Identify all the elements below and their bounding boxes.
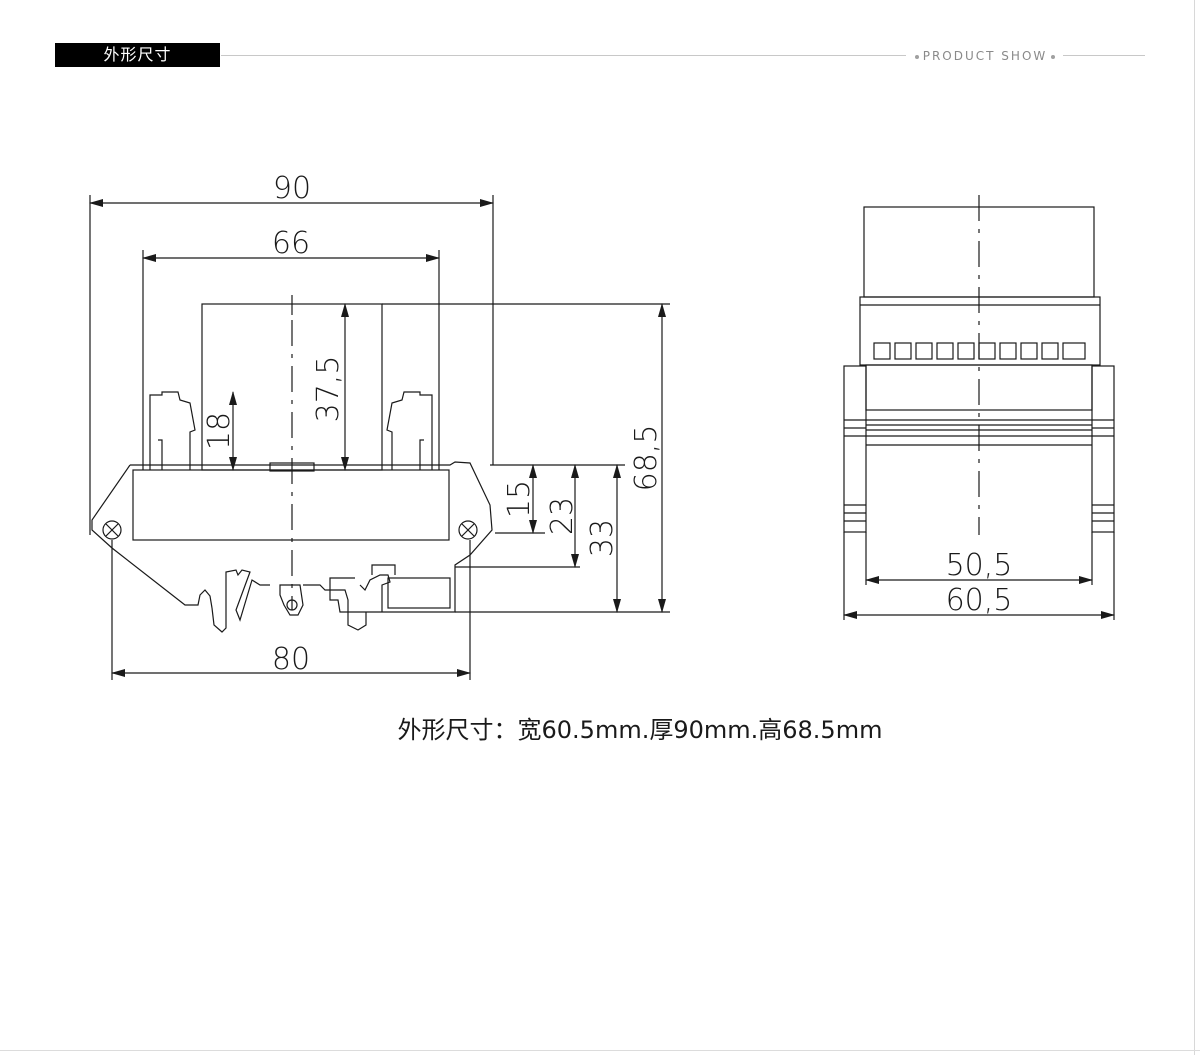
dot-icon — [1051, 54, 1056, 59]
section-tag-label: PRODUCT SHOW — [922, 49, 1048, 63]
page-edge-bottom — [0, 1050, 1200, 1051]
dim-label-68-5: 68,5 — [629, 425, 664, 492]
section-tag: PRODUCT SHOW — [908, 47, 1062, 65]
page-edge-right — [1194, 0, 1195, 1055]
dim-label-50-5: 50,5 — [946, 548, 1013, 583]
section-title: 外形尺寸 — [55, 43, 220, 67]
dot-icon — [914, 54, 919, 59]
dim-label-33: 33 — [585, 519, 620, 557]
header-divider-right — [1063, 55, 1145, 56]
front-view-dimension-labels: 90 66 37,5 18 68,5 15 23 33 80 — [202, 171, 664, 677]
header-divider — [221, 55, 906, 56]
dim-label-80: 80 — [272, 642, 310, 677]
terminal-squares — [873, 342, 1086, 360]
dim-label-66: 66 — [272, 226, 310, 261]
dim-label-15: 15 — [502, 480, 537, 518]
dim-label-37-5: 37,5 — [311, 356, 346, 423]
dim-label-23: 23 — [545, 497, 580, 535]
dim-label-60-5: 60,5 — [946, 583, 1013, 618]
side-view — [843, 195, 1115, 620]
dimension-caption: 外形尺寸：宽60.5mm.厚90mm.高68.5mm — [397, 716, 883, 744]
side-view-dimension-labels: 50,5 60,5 — [946, 548, 1013, 618]
dim-label-18: 18 — [202, 412, 237, 450]
front-view — [89, 195, 670, 680]
dim-label-90: 90 — [273, 171, 311, 206]
